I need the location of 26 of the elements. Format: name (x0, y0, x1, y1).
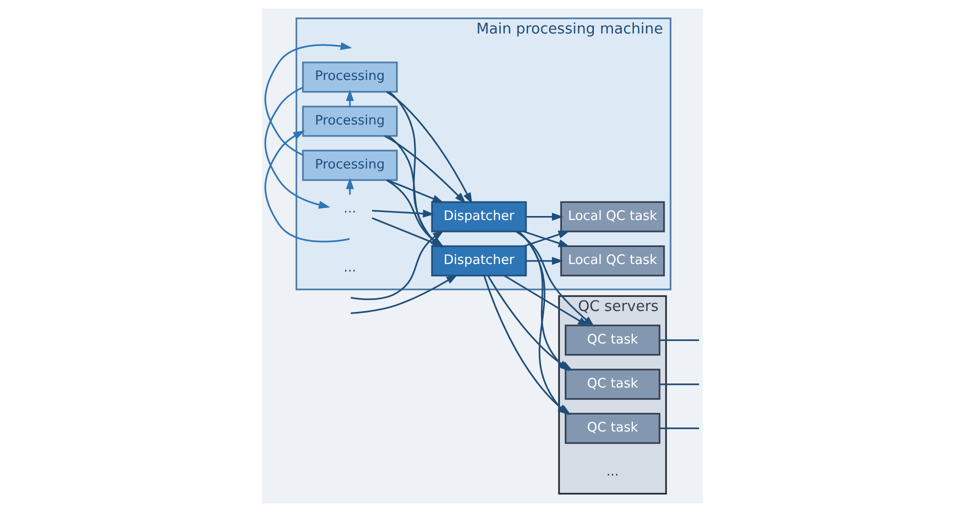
arrow (264, 86, 330, 209)
arrow (526, 212, 563, 221)
node-box: Processing (302, 106, 398, 137)
node-box: Processing (302, 150, 398, 181)
node-box: Processing (302, 62, 398, 93)
arrow (386, 179, 444, 203)
connector (659, 383, 699, 386)
arrow (503, 274, 589, 327)
arrow (526, 256, 563, 265)
node-text: ... (343, 202, 356, 217)
node-box: QC task (564, 412, 660, 444)
arrow (515, 230, 594, 327)
node-box: QC task (564, 368, 660, 400)
node-box: Dispatcher (430, 201, 526, 232)
node-box: Local QC task (560, 201, 664, 232)
label: ... (343, 260, 356, 276)
node-box: QC task (564, 324, 660, 356)
arrow (384, 135, 466, 204)
arrow (350, 274, 458, 314)
label: ... (606, 464, 618, 480)
node-box: Dispatcher (430, 245, 526, 276)
node-box: Local QC task (560, 245, 664, 276)
connector (659, 428, 699, 430)
arrow (386, 91, 472, 204)
arrow (372, 210, 434, 218)
connector (659, 339, 699, 341)
